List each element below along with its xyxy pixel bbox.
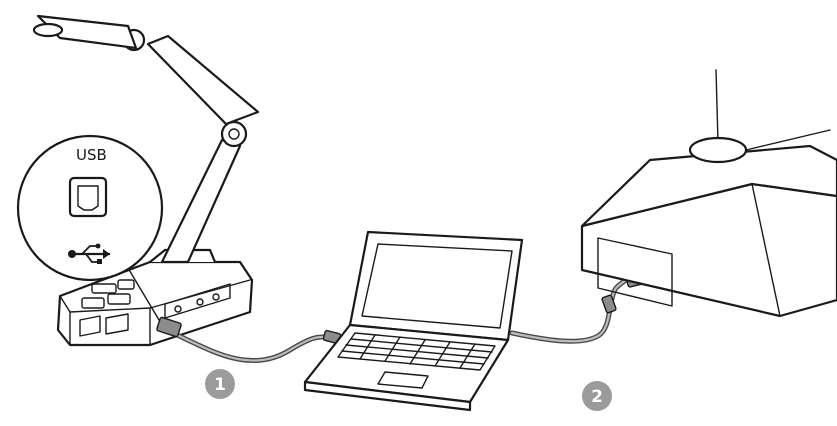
step-badge-1: 1: [205, 369, 235, 399]
projector: [582, 70, 837, 316]
step-number-2: 2: [591, 387, 603, 407]
usb-b-port-icon: [70, 178, 106, 216]
laptop: [305, 232, 522, 410]
step-badge-2: 2: [582, 381, 612, 411]
step-number-1: 1: [214, 375, 226, 395]
usb-label: USB: [76, 146, 107, 164]
